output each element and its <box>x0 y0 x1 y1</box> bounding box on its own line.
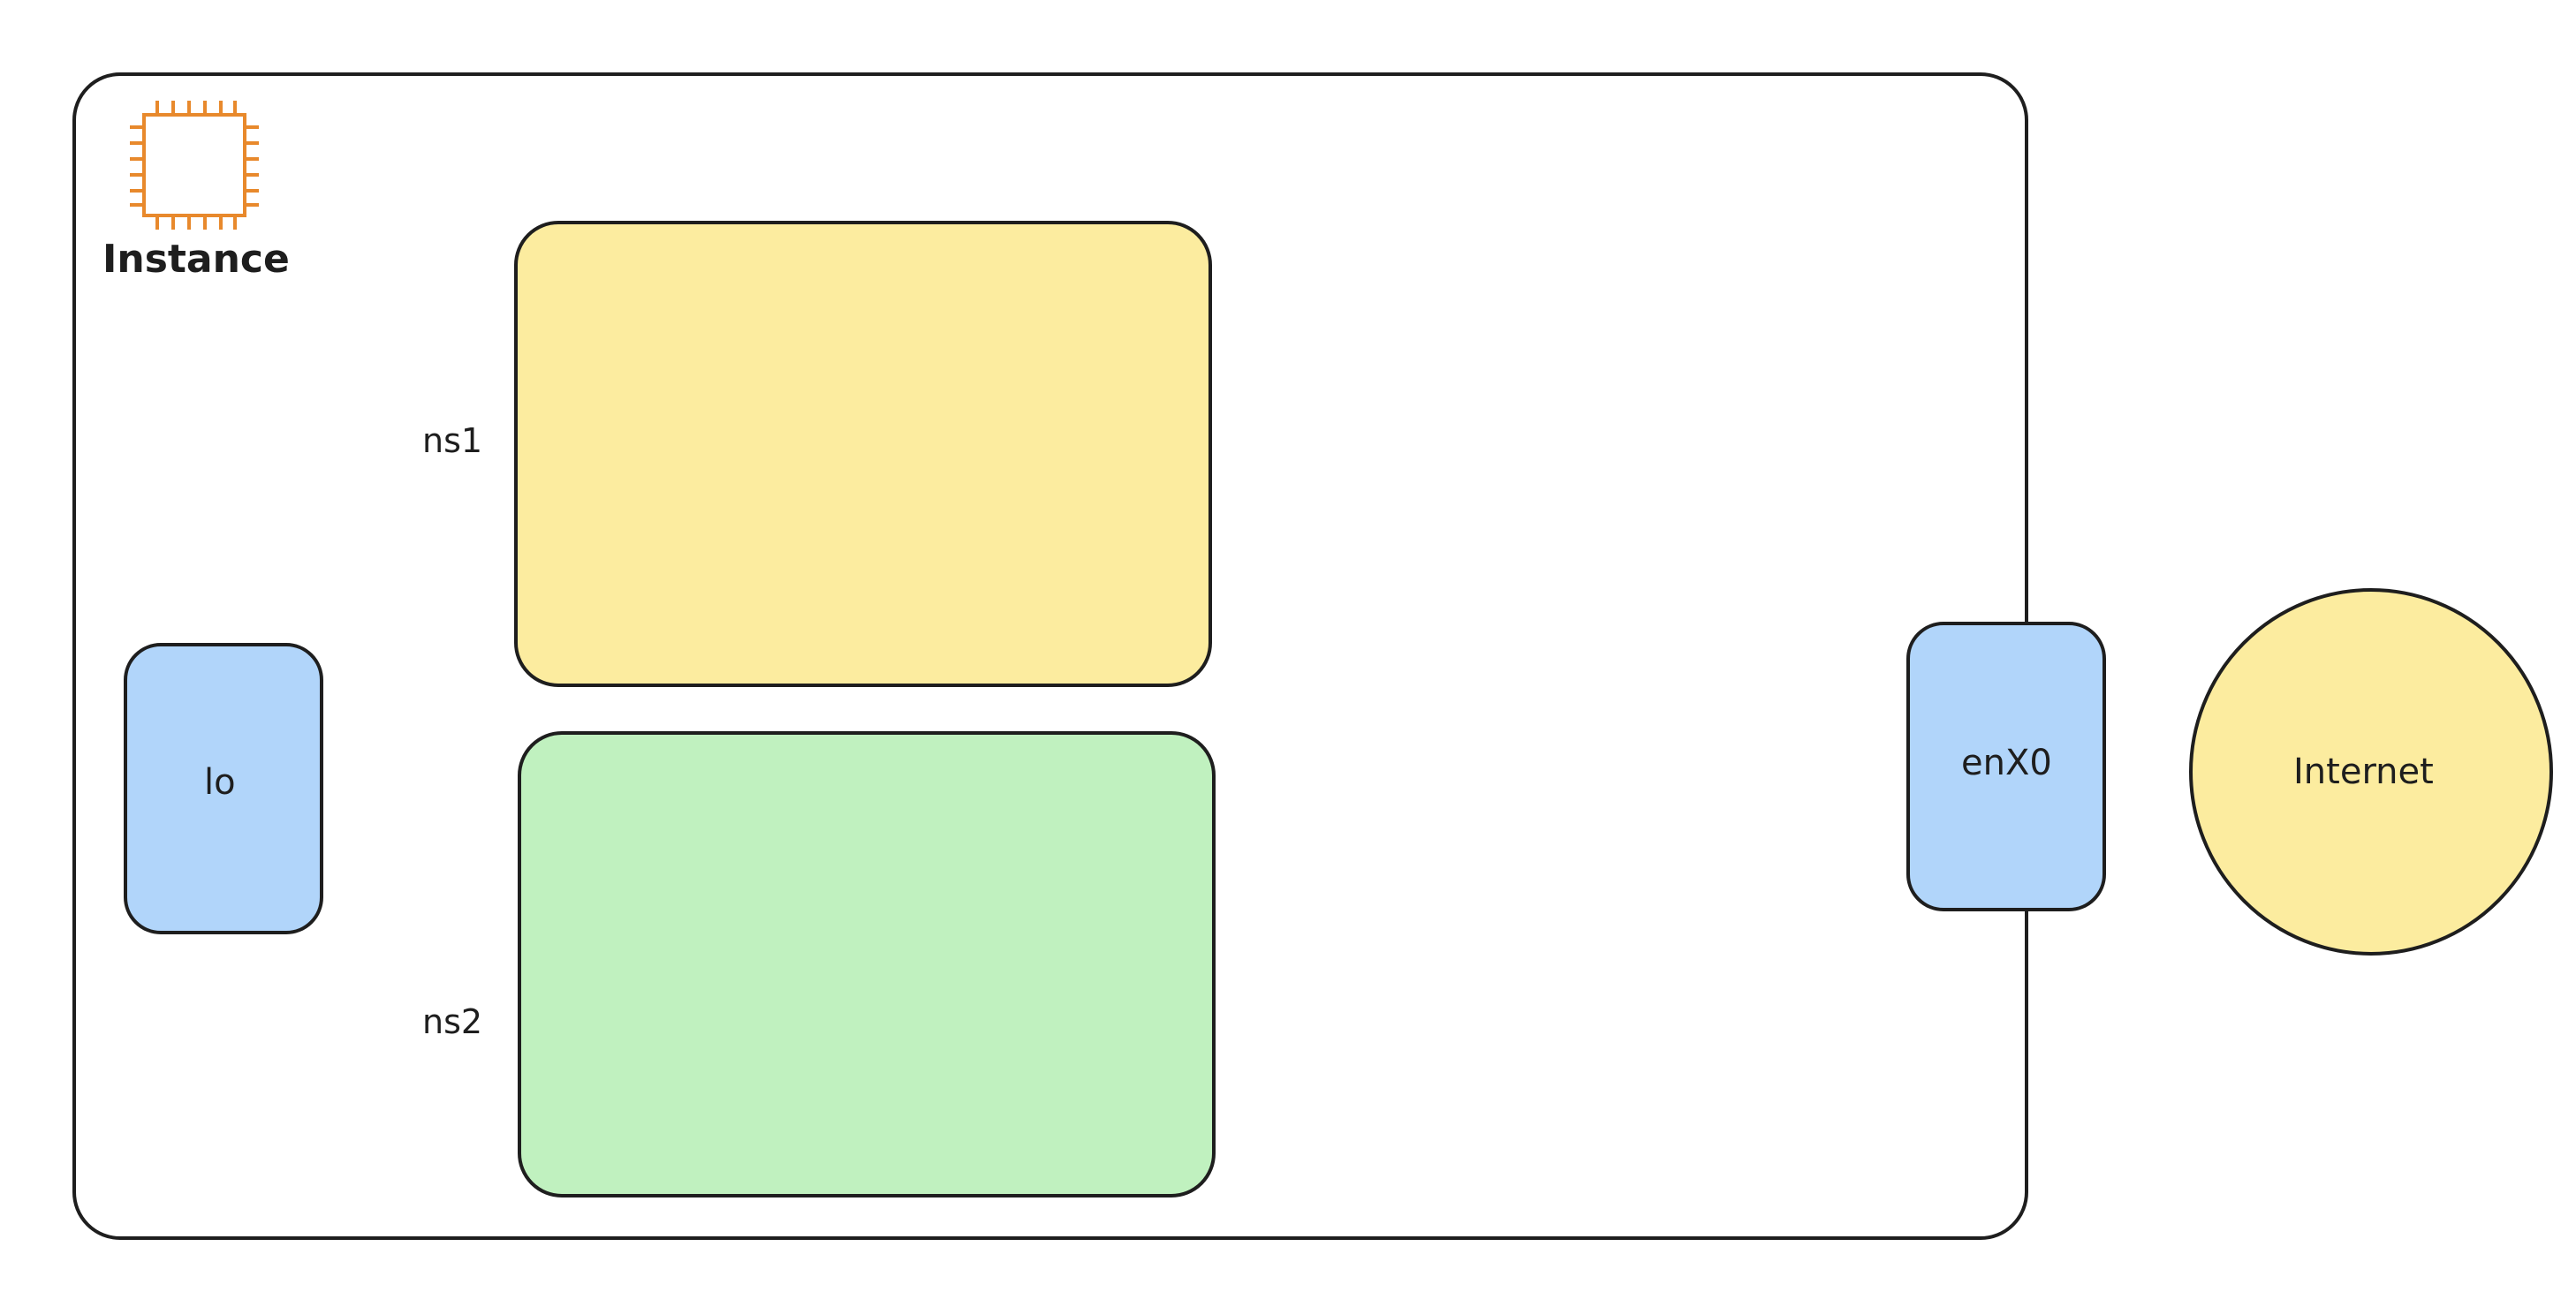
ns1-label: ns1 <box>422 421 483 460</box>
chip-icon <box>130 101 259 230</box>
ns2-box <box>518 731 1216 1197</box>
internet-circle <box>2189 588 2553 956</box>
enx0-label: enX0 <box>1961 743 2052 783</box>
lo-box <box>124 643 323 934</box>
ns1-box <box>514 221 1212 687</box>
ns2-label: ns2 <box>422 1002 483 1041</box>
lo-label: lo <box>204 762 236 803</box>
enx0-box <box>1906 622 2106 911</box>
internet-label: Internet <box>2293 752 2434 792</box>
instance-label: Instance <box>102 237 290 282</box>
